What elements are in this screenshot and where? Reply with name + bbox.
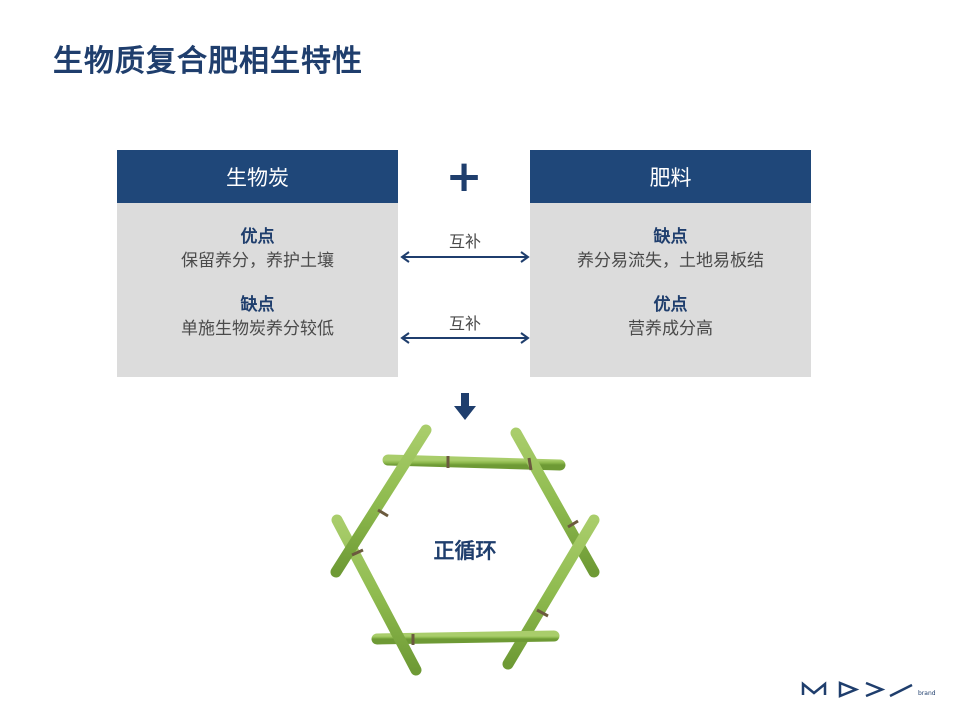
biochar-advantage-title: 优点 <box>240 227 275 247</box>
complement-label-2: 互补 <box>448 314 481 333</box>
biochar-advantage-text: 保留养分，养护土壤 <box>181 251 334 271</box>
fertilizer-disadvantage-text: 养分易流失，土地易板结 <box>577 251 764 271</box>
fertilizer-panel: 肥料 缺点 养分易流失，土地易板结 优点 营养成分高 <box>530 150 811 377</box>
positive-cycle-label: 正循环 <box>433 539 497 563</box>
biochar-advantage: 优点 保留养分，养护土壤 <box>117 225 398 273</box>
fertilizer-advantage-text: 营养成分高 <box>628 319 713 339</box>
fertilizer-advantage: 优点 营养成分高 <box>530 293 811 341</box>
brand-logo <box>801 681 913 698</box>
plus-icon: + <box>445 151 483 202</box>
fertilizer-disadvantage-title: 缺点 <box>653 227 688 247</box>
biochar-disadvantage: 缺点 单施生物炭养分较低 <box>117 293 398 341</box>
logo-subtext: brand <box>918 690 936 697</box>
bamboo-hexagon-image <box>330 424 600 676</box>
double-arrow-icon <box>400 332 530 344</box>
biochar-header: 生物炭 <box>117 150 398 203</box>
fertilizer-body: 缺点 养分易流失，土地易板结 优点 营养成分高 <box>530 203 811 377</box>
down-arrow-icon <box>454 393 476 420</box>
fertilizer-disadvantage: 缺点 养分易流失，土地易板结 <box>530 225 811 273</box>
biochar-body: 优点 保留养分，养护土壤 缺点 单施生物炭养分较低 <box>117 203 398 377</box>
page-title: 生物质复合肥相生特性 <box>53 44 363 79</box>
double-arrow-icon <box>400 251 530 263</box>
fertilizer-header: 肥料 <box>530 150 811 203</box>
biochar-disadvantage-title: 缺点 <box>240 295 275 315</box>
complement-label-1: 互补 <box>448 232 481 251</box>
biochar-panel: 生物炭 优点 保留养分，养护土壤 缺点 单施生物炭养分较低 <box>117 150 398 377</box>
fertilizer-advantage-title: 优点 <box>653 295 688 315</box>
biochar-disadvantage-text: 单施生物炭养分较低 <box>181 319 334 339</box>
